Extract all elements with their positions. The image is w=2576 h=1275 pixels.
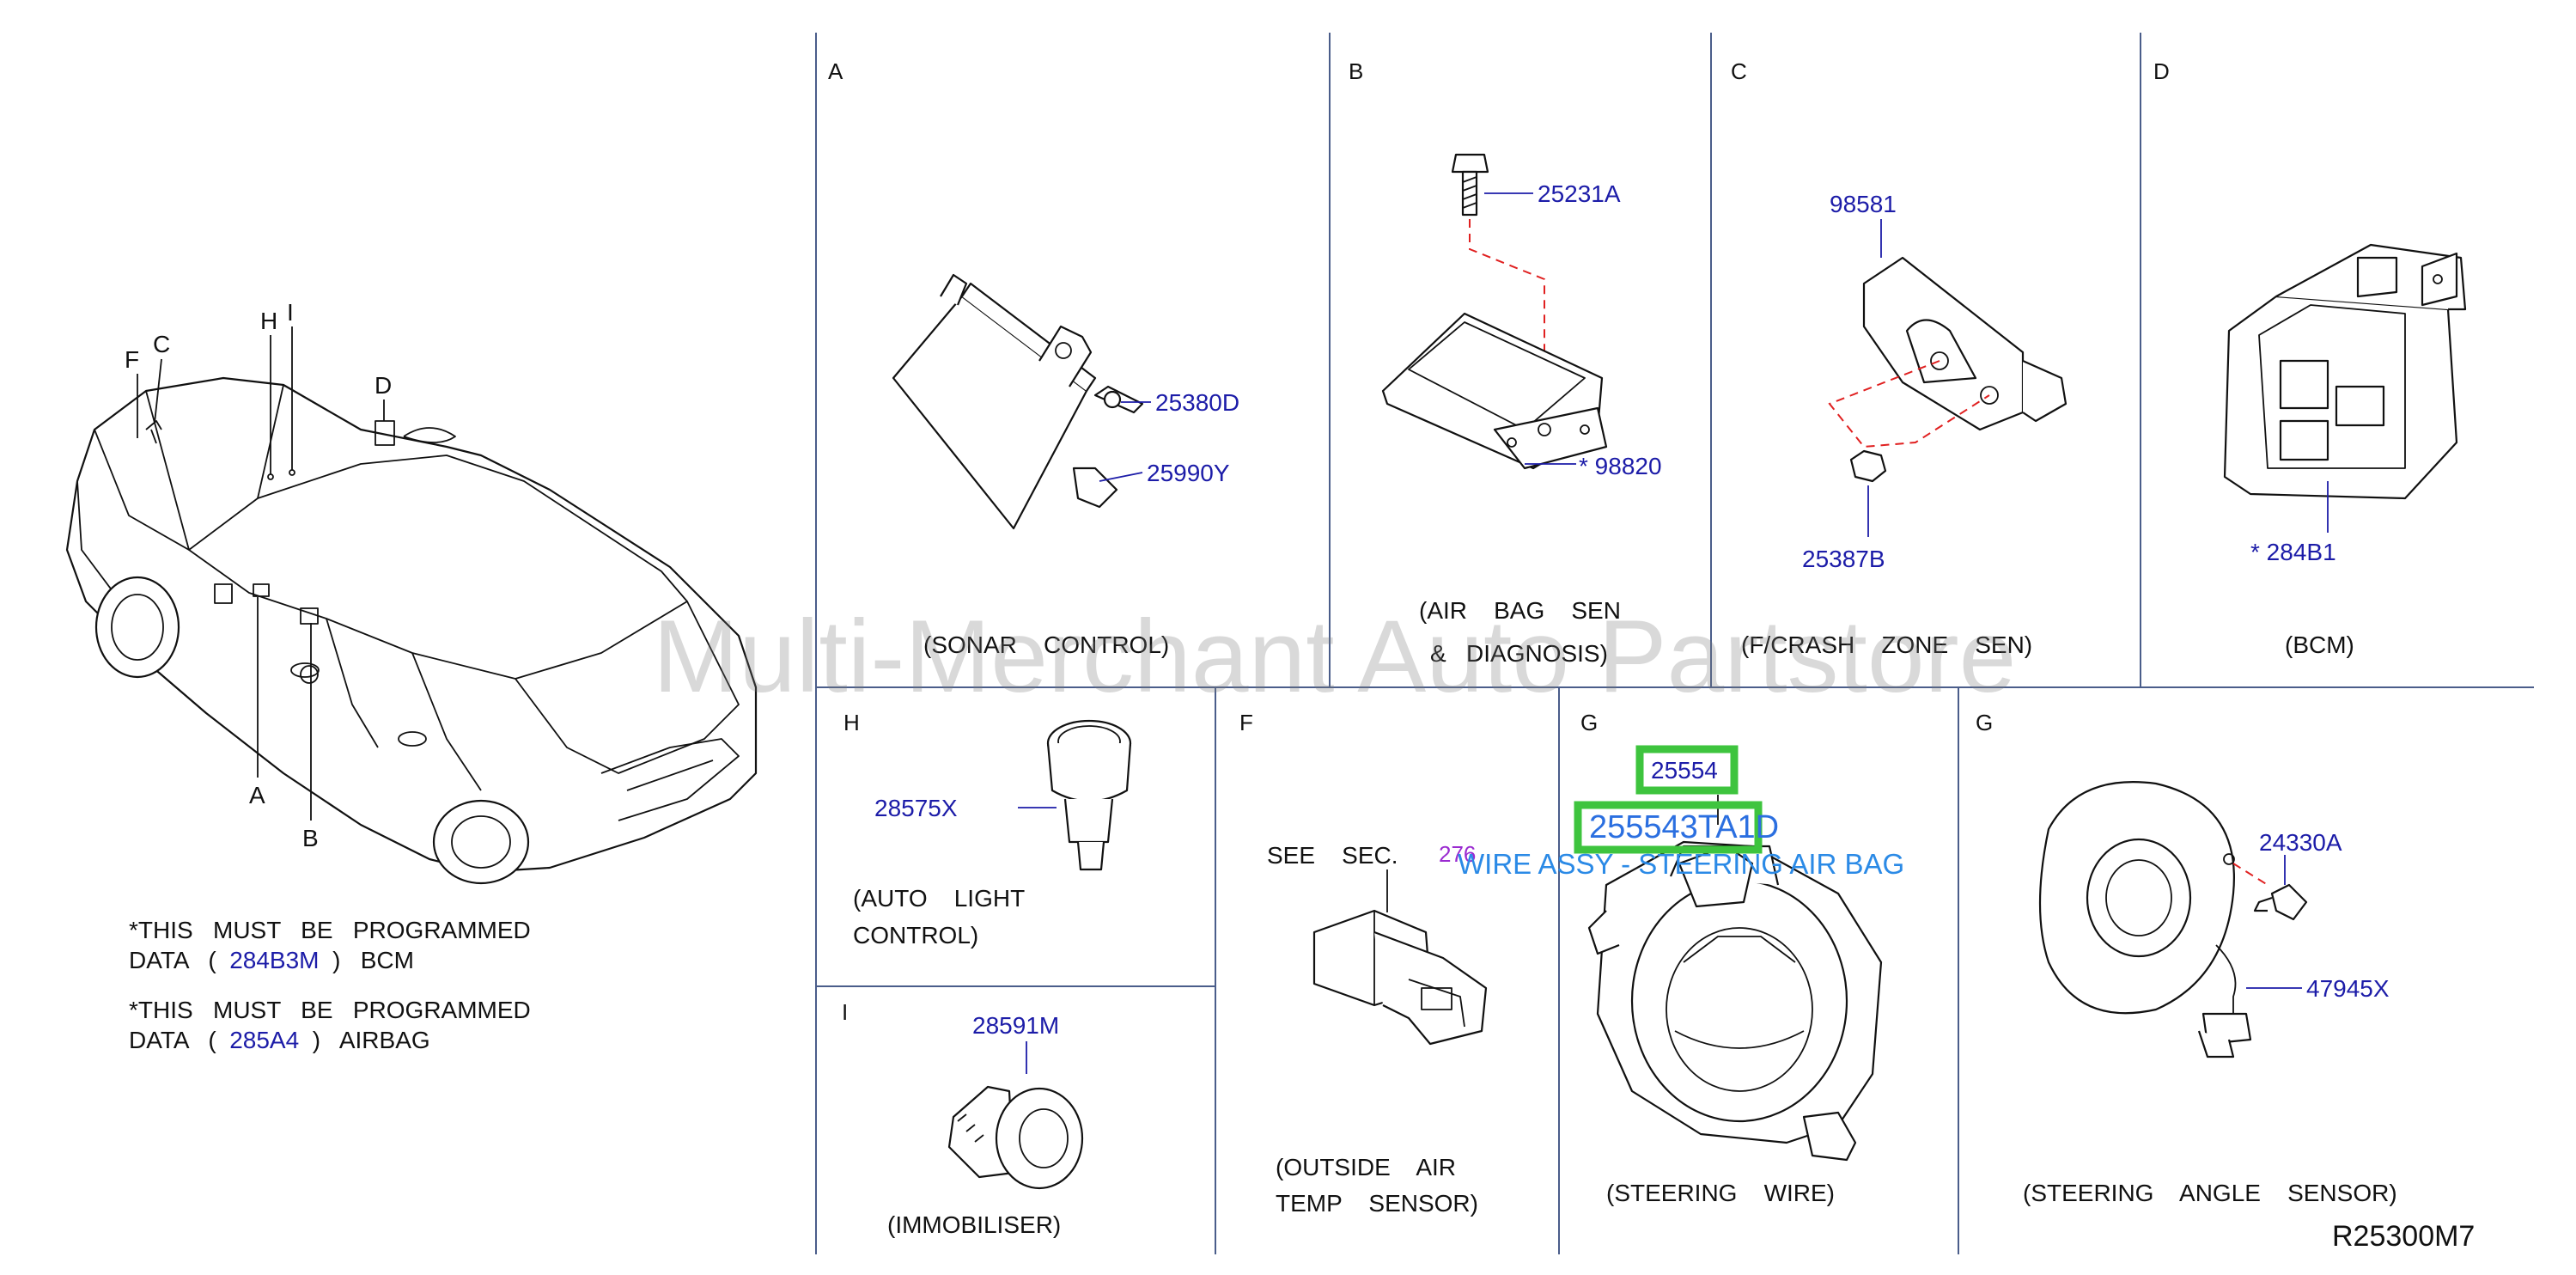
panel-f-outside-air-temp-sensor: F SEE SEC. 276 (OUTSIDE AIR TEMP SENSOR) [1239,710,1488,1217]
callout-H: H [260,308,277,334]
panel-d-letter: D [2153,58,2170,84]
panel-g-steering-angle-caption: (STEERING ANGLE SENSOR) [2023,1180,2397,1206]
part-25554-highlight [1635,745,1739,795]
part-number-284B1[interactable]: * 284B1 [2250,539,2336,565]
panel-g-steering-wire-caption: (STEERING WIRE) [1606,1180,1835,1206]
vehicle-overview: F C H I D A B [65,299,758,885]
panel-a-caption: (SONAR CONTROL) [923,631,1169,658]
part-number-284B3M[interactable]: 284B3M [229,947,319,973]
panel-b-caption-line-2: & DIAGNOSIS) [1430,640,1608,667]
part-number-25990Y[interactable]: 25990Y [1147,460,1230,486]
panel-h-letter: H [843,710,860,735]
panel-f-caption-line-1: (OUTSIDE AIR [1276,1154,1456,1180]
part-255543TA1D-highlight [1574,801,1763,854]
part-number-255543TA1D[interactable]: 255543TA1D [1589,809,1779,845]
panel-c-crash-zone-sensor: C 98581 25387B (F/CRASH ZONE SEN) [1731,58,2067,658]
see-section-label: SEE SEC. [1267,842,1398,869]
callout-A: A [249,782,265,808]
part-number-98581[interactable]: 98581 [1830,191,1897,217]
part-number-25380D[interactable]: 25380D [1155,389,1239,416]
panel-d-bcm: D * 284B1 (BCM) [2153,58,2467,658]
note-2-line-2: DATA ( 285A4 ) AIRBAG [129,1027,430,1053]
callout-I: I [287,299,294,326]
part-number-25554[interactable]: 25554 [1651,757,1718,784]
panel-a-sonar-control: A 25380D 25990Y (SONAR CONTROL) [828,58,1239,658]
panel-d-caption: (BCM) [2285,631,2354,658]
programming-notes: *THIS MUST BE PROGRAMMED DATA ( 284B3M )… [129,917,531,1053]
panel-h-caption-line-2: CONTROL) [853,922,978,949]
note-1-line-2: DATA ( 284B3M ) BCM [129,947,414,973]
callout-C: C [153,331,170,357]
panel-dividers [815,33,2534,1254]
callout-B: B [302,825,319,851]
panel-g-steering-wire-letter: G [1580,710,1598,735]
panel-f-caption-line-2: TEMP SENSOR) [1276,1190,1478,1217]
panel-b-caption-line-1: (AIR BAG SEN [1419,597,1621,624]
part-number-28575X[interactable]: 28575X [874,795,958,821]
part-number-47945X[interactable]: 47945X [2306,975,2390,1002]
section-276-link[interactable]: 276 [1439,841,1476,867]
panel-g-steering-angle-letter: G [1976,710,1993,735]
part-number-25231A[interactable]: 25231A [1538,180,1621,207]
part-description-tooltip: WIRE ASSY - STEERING AIR BAG [1458,848,1904,880]
part-number-285A4[interactable]: 285A4 [229,1027,299,1053]
panel-h-caption-line-1: (AUTO LIGHT [853,885,1025,912]
panel-h-auto-light-control: H 28575X (AUTO LIGHT CONTROL) [843,710,1132,949]
watermark: Multi-Merchant Auto Partstore [653,599,2016,714]
panel-g-steering-angle-sensor: G 24330A 47945X (STEERING ANGLE SENSOR) [1976,710,2397,1206]
callout-D: D [375,372,392,399]
panel-g-steering-wire: G 25554 255543TA1D WIRE ASSY - STEERING … [1458,710,1904,1206]
panel-a-letter: A [828,58,843,84]
part-number-25387B[interactable]: 25387B [1802,546,1885,572]
panel-b-letter: B [1349,58,1363,84]
panel-i-immobiliser: I 28591M (IMMOBILISER) [842,999,1084,1238]
diagram-reference-code: R25300M7 [2332,1220,2475,1253]
panel-c-letter: C [1731,58,1747,84]
panel-c-caption: (F/CRASH ZONE SEN) [1741,631,2032,658]
part-number-28591M[interactable]: 28591M [972,1012,1059,1039]
part-number-24330A[interactable]: 24330A [2259,829,2342,856]
callout-F: F [125,346,139,373]
note-1-line-1: *THIS MUST BE PROGRAMMED [129,917,531,943]
note-2-line-1: *THIS MUST BE PROGRAMMED [129,997,531,1023]
part-number-98820[interactable]: * 98820 [1579,453,1662,479]
panel-i-letter: I [842,999,848,1025]
panel-b-airbag-sensor: B 25231A * 98820 (AIR BAG SEN & DIAGNOSI… [1349,58,1662,667]
panel-f-letter: F [1239,710,1253,735]
panel-i-caption: (IMMOBILISER) [887,1211,1061,1238]
